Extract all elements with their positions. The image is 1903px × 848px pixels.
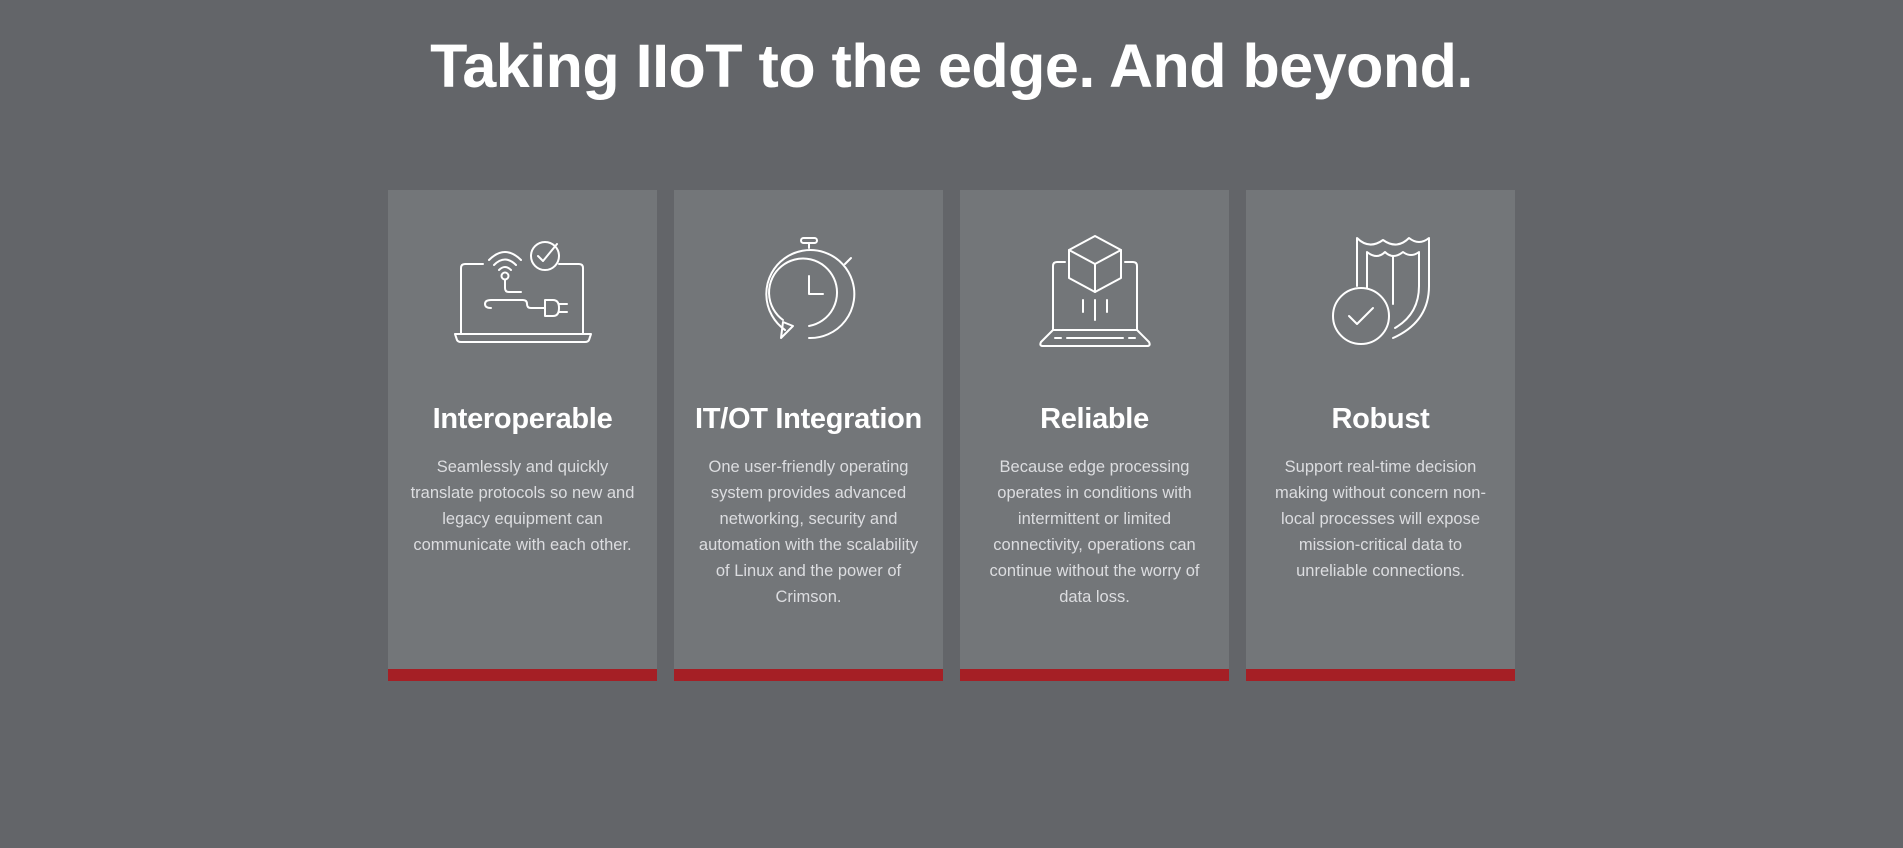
feature-card-interoperable: Interoperable Seamlessly and quickly tra… xyxy=(388,190,657,681)
card-title: Reliable xyxy=(1040,403,1149,435)
feature-card-robust: Robust Support real-time decision making… xyxy=(1246,190,1515,681)
laptop-connectivity-icon xyxy=(453,234,593,350)
card-accent-bar xyxy=(388,669,657,681)
card-text: Support real-time decision making withou… xyxy=(1275,458,1486,580)
feature-card-it-ot-integration: IT/OT Integration One user-friendly oper… xyxy=(674,190,943,681)
card-text: Seamlessly and quickly translate protoco… xyxy=(410,458,635,554)
stopwatch-refresh-icon xyxy=(739,234,879,350)
section-headline: Taking IIoT to the edge. And beyond. xyxy=(430,32,1473,100)
card-title: Interoperable xyxy=(432,403,613,435)
shield-check-icon xyxy=(1311,234,1451,350)
laptop-cube-icon xyxy=(1025,234,1165,350)
feature-card-reliable: Reliable Because edge processing operate… xyxy=(960,190,1229,681)
card-title: IT/OT Integration xyxy=(695,403,922,435)
card-title: Robust xyxy=(1331,403,1430,435)
card-accent-bar xyxy=(674,669,943,681)
card-text: One user-friendly operating system provi… xyxy=(698,458,919,606)
feature-cards: Interoperable Seamlessly and quickly tra… xyxy=(388,190,1515,681)
card-text: Because edge processing operates in cond… xyxy=(989,458,1200,606)
card-accent-bar xyxy=(1246,669,1515,681)
card-accent-bar xyxy=(960,669,1229,681)
